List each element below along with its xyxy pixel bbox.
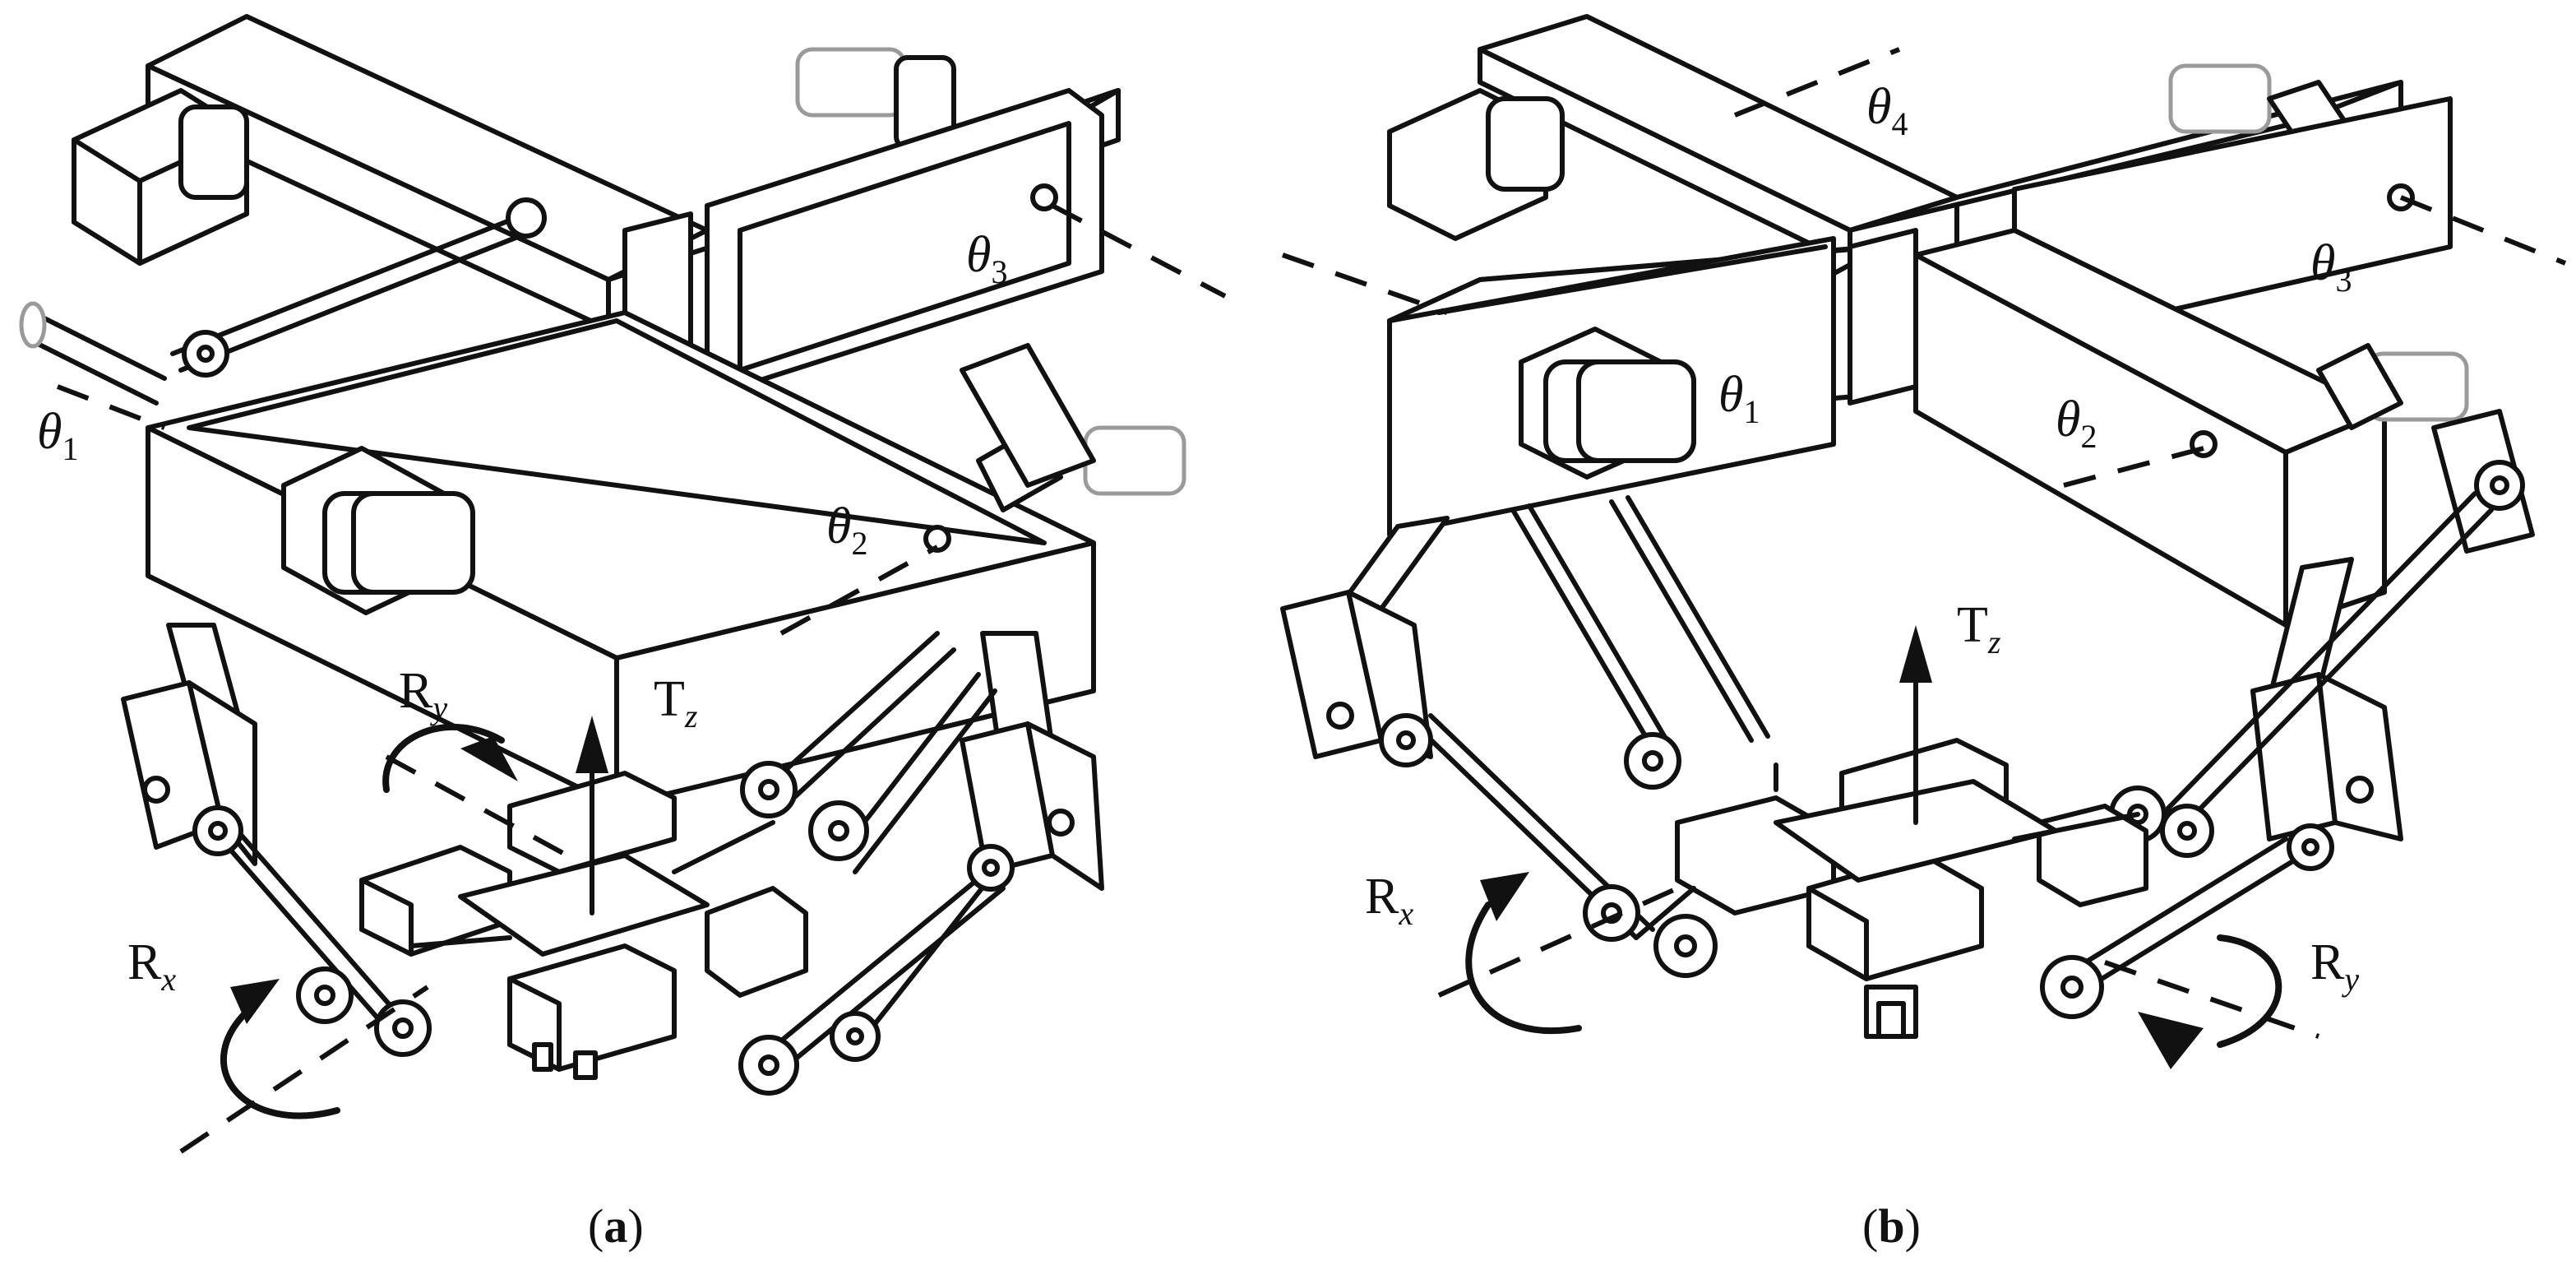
joint-disc	[2287, 823, 2334, 871]
joint-disc	[1583, 884, 1640, 942]
rotation-arrow-ry	[382, 724, 505, 793]
panel-a-mechanism	[19, 14, 1227, 1154]
joint-disc	[2474, 460, 2525, 511]
caption-b: (b)	[1862, 1199, 1921, 1253]
label-b-ry: Ry	[2310, 934, 2359, 998]
arrow-head-icon	[1899, 625, 1932, 683]
joint-disc	[1624, 732, 1681, 790]
rotation-arrow-rx	[1465, 902, 1582, 1035]
motor-icon	[795, 47, 956, 151]
axis-rx	[179, 985, 429, 1154]
arrow-head-icon	[460, 736, 518, 781]
joint-disc	[374, 999, 432, 1057]
joint-disc	[738, 1035, 799, 1096]
caption-a: (a)	[588, 1199, 644, 1253]
rotation-arrow-rx	[220, 1008, 340, 1119]
label-a-rx: Rx	[127, 934, 176, 998]
rotation-arrow-ry	[2217, 934, 2282, 1048]
joint-disc	[192, 805, 243, 856]
axis-theta1	[56, 384, 166, 430]
arrow-head-icon	[1480, 872, 1529, 921]
joint-disc	[1653, 914, 1718, 978]
joint-disc	[808, 800, 869, 861]
joint-disc	[296, 966, 354, 1024]
label-b-rx: Rx	[1365, 869, 1413, 932]
label-a-theta3: θ3	[966, 227, 1007, 290]
axis-ry	[2104, 960, 2319, 1039]
label-a-ry: Ry	[399, 663, 447, 726]
axis-ry	[385, 754, 569, 858]
joint-disc	[967, 844, 1015, 892]
joint-disc	[2040, 955, 2104, 1019]
label-b-theta1: θ1	[1718, 367, 1760, 430]
moving-platform	[1634, 738, 2148, 1039]
joint-disc	[740, 761, 798, 818]
axis-theta3	[2399, 195, 2567, 266]
motor-icon	[2316, 343, 2469, 430]
motor-icon	[281, 446, 475, 615]
label-a-theta1: θ1	[37, 404, 78, 467]
label-a-tz: Tz	[654, 671, 698, 735]
label-a-theta2: θ2	[826, 498, 867, 562]
label-b-theta2: θ2	[2056, 392, 2097, 455]
motor-icon	[1083, 425, 1186, 496]
axis-theta1	[1282, 253, 1448, 315]
panel-b-mechanism	[1280, 14, 2567, 1069]
axis-rx	[1437, 886, 1679, 998]
axis-theta2	[2063, 446, 2204, 488]
joint-disc	[1379, 713, 1433, 767]
axis-theta2	[779, 545, 939, 636]
label-b-tz: Tz	[1957, 597, 2001, 660]
label-b-theta3: θ3	[2310, 235, 2352, 299]
joint-disc	[830, 1011, 881, 1062]
label-b-theta4: θ4	[1866, 79, 1908, 142]
arrow-head-icon	[2138, 1012, 2204, 1069]
arrow-head-icon	[230, 979, 280, 1024]
arrow-head-icon	[576, 716, 608, 773]
motor-icon	[1387, 88, 1565, 241]
motor-icon	[72, 88, 249, 266]
axis-theta3	[1051, 203, 1227, 299]
axis-theta4	[1733, 47, 1901, 118]
motor-icon	[1519, 327, 1696, 480]
joint-disc	[2160, 804, 2214, 858]
